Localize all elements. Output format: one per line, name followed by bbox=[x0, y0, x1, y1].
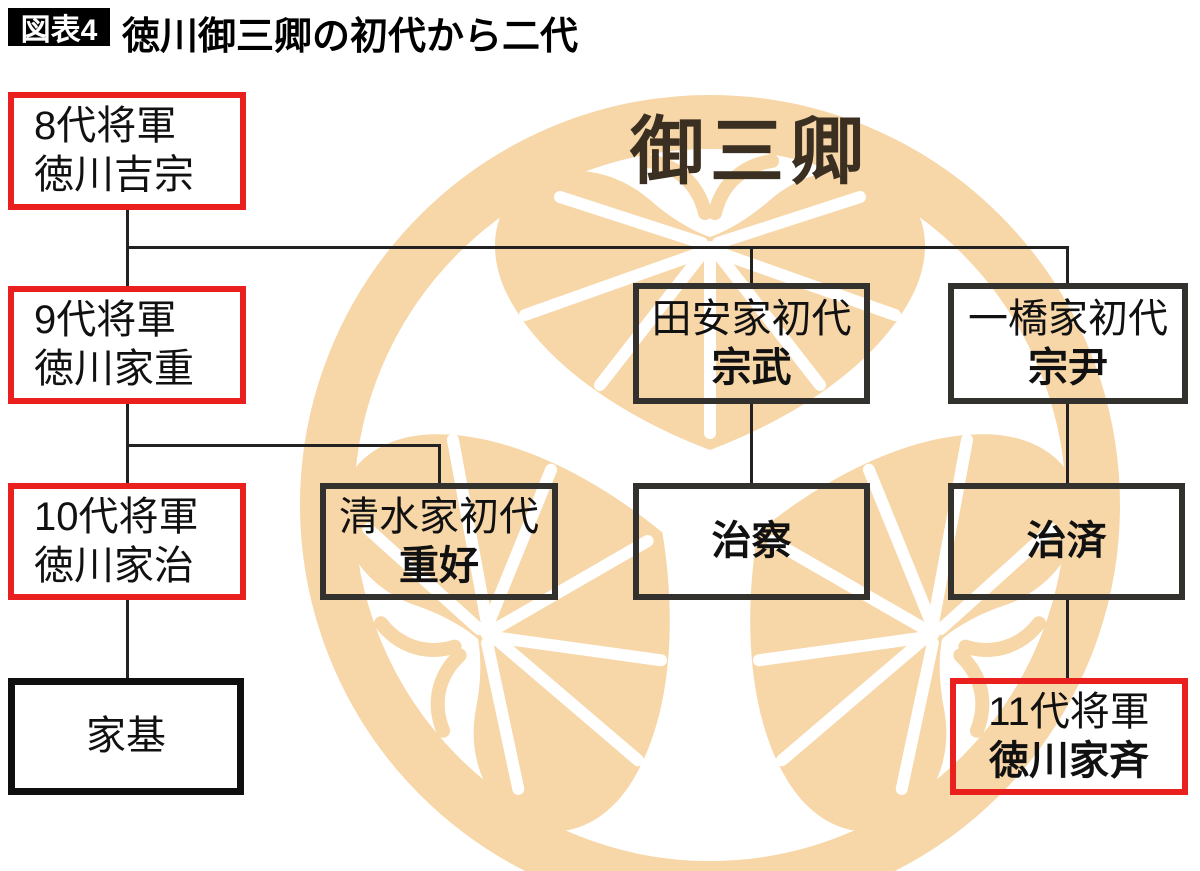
page-title: 徳川御三卿の初代から二代 bbox=[122, 16, 579, 58]
connector-line bbox=[750, 404, 753, 484]
connector-line bbox=[750, 246, 753, 284]
node-name: 徳川家斉 bbox=[989, 738, 1149, 783]
node-rank: 8代将軍 bbox=[34, 104, 177, 148]
node-name: 宗尹 bbox=[1028, 345, 1108, 390]
node-shogun-9-ieshige: 9代将軍 徳川家重 bbox=[8, 286, 246, 404]
node-shogun-11-ienari: 11代将軍 徳川家斉 bbox=[950, 678, 1188, 795]
connector-line bbox=[126, 444, 441, 447]
connector-line bbox=[126, 600, 129, 679]
node-name: 治済 bbox=[1026, 519, 1107, 563]
node-rank: 9代将軍 bbox=[34, 298, 177, 342]
connector-line bbox=[438, 444, 441, 484]
node-hitotsubashi-1st-munetada: 一橋家初代 宗尹 bbox=[948, 283, 1188, 404]
node-hitotsubashi-2nd-harusada: 治済 bbox=[948, 483, 1185, 600]
node-iemoto: 家基 bbox=[8, 678, 244, 795]
node-name: 徳川家治 bbox=[34, 543, 194, 588]
node-shimizu-1st-shigeyoshi: 清水家初代 重好 bbox=[320, 483, 558, 600]
connector-line bbox=[126, 210, 129, 288]
node-shogun-8-yoshimune: 8代将軍 徳川吉宗 bbox=[8, 92, 246, 210]
node-name: 徳川家重 bbox=[34, 347, 194, 391]
connector-line bbox=[1066, 600, 1069, 679]
node-name: 徳川吉宗 bbox=[34, 153, 194, 197]
gosankyo-heading: 御三卿 bbox=[630, 110, 870, 193]
node-house: 田安家初代 bbox=[651, 296, 852, 341]
connector-line bbox=[126, 246, 1069, 249]
node-shogun-10-ieharu: 10代将軍 徳川家治 bbox=[8, 483, 246, 600]
node-name: 重好 bbox=[399, 543, 479, 588]
connector-line bbox=[1066, 246, 1069, 284]
node-name: 治察 bbox=[711, 519, 792, 563]
node-name: 宗武 bbox=[711, 345, 792, 390]
node-tayasu-2nd-harusato: 治察 bbox=[633, 483, 870, 600]
node-house: 一橋家初代 bbox=[968, 296, 1168, 341]
node-tayasu-1st-munetake: 田安家初代 宗武 bbox=[633, 283, 870, 404]
connector-line bbox=[1066, 404, 1069, 484]
node-rank: 10代将軍 bbox=[34, 494, 199, 539]
node-house: 清水家初代 bbox=[339, 494, 539, 539]
figure-number-badge: 図表4 bbox=[8, 8, 110, 47]
node-rank: 11代将軍 bbox=[988, 689, 1150, 734]
tokugawa-crest-icon bbox=[290, 95, 1130, 871]
node-name: 家基 bbox=[86, 714, 166, 758]
